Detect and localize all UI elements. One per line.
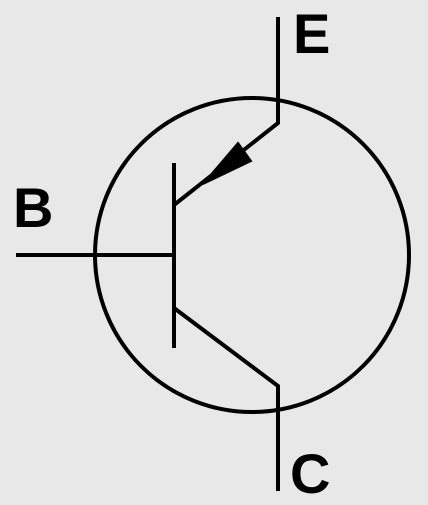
emitter-label: E bbox=[293, 2, 331, 65]
emitter-arrow bbox=[202, 141, 253, 185]
collector-lead bbox=[172, 306, 280, 491]
base-label: B bbox=[13, 176, 54, 239]
collector-label: C bbox=[290, 442, 331, 505]
